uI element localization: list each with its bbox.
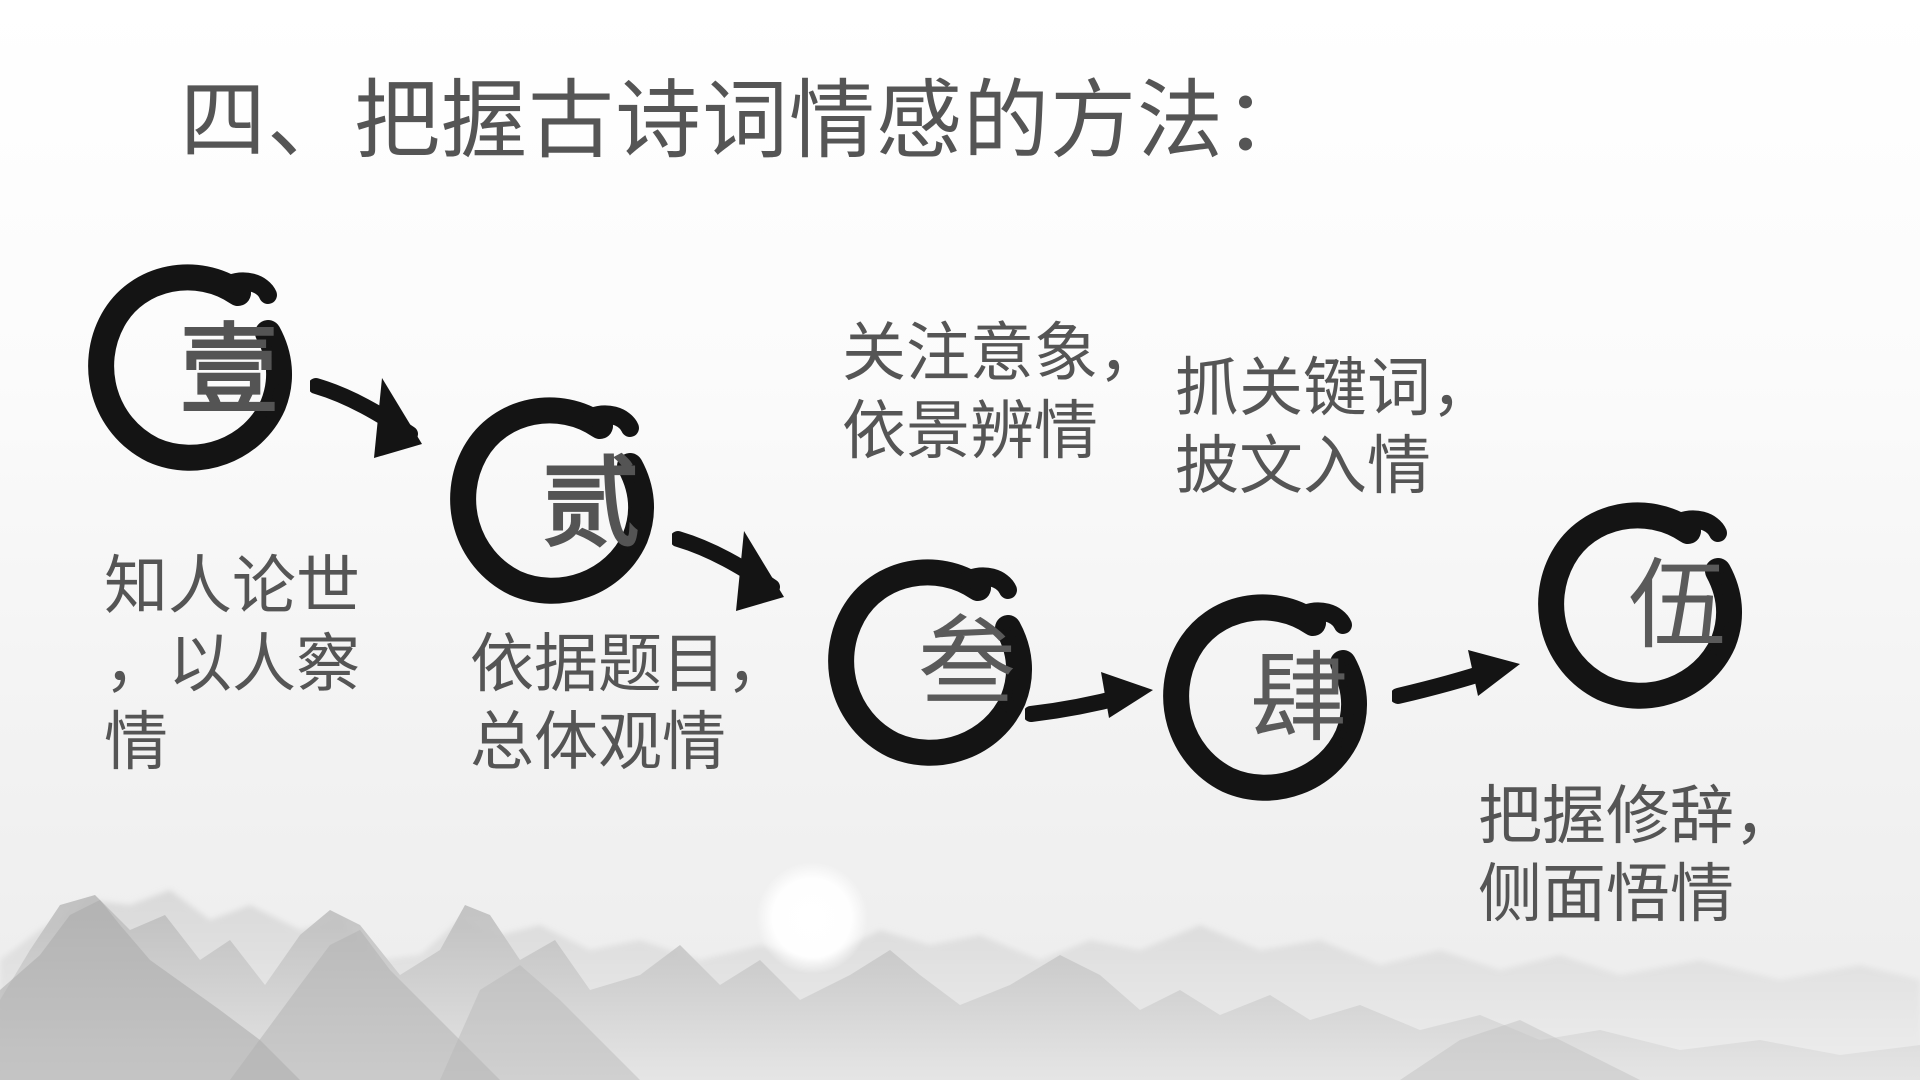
ink-brush-arrow-icon xyxy=(672,525,802,615)
step-numeral-3: 叁 xyxy=(918,606,1017,720)
ink-brush-arrow-icon xyxy=(1025,668,1155,728)
step-numeral-5: 伍 xyxy=(1628,549,1727,663)
step-text-4: 抓关键词， 披文入情 xyxy=(1175,352,1495,504)
step-numeral-1: 壹 xyxy=(180,314,279,428)
step-text-5: 把握修辞， 侧面悟情 xyxy=(1478,780,1798,932)
page-title: 四、把握古诗词情感的方法： xyxy=(180,71,1311,171)
step-numeral-4: 肆 xyxy=(1250,642,1349,756)
ink-brush-arrow-icon xyxy=(310,372,440,462)
step-numeral-2: 贰 xyxy=(542,447,641,561)
ink-brush-circle-icon xyxy=(1153,585,1373,805)
ink-brush-circle-icon xyxy=(440,388,660,608)
ink-brush-arrow-icon xyxy=(1392,648,1522,708)
step-text-3: 关注意象， 依景辨情 xyxy=(842,317,1162,469)
sun-icon xyxy=(756,862,868,974)
ink-brush-circle-icon xyxy=(78,255,298,475)
ink-brush-circle-icon xyxy=(818,550,1038,770)
ink-brush-circle-icon xyxy=(1528,493,1748,713)
step-text-1: 知人论世 ，以人察 情 xyxy=(104,550,360,780)
step-text-2: 依据题目， 总体观情 xyxy=(470,628,790,780)
